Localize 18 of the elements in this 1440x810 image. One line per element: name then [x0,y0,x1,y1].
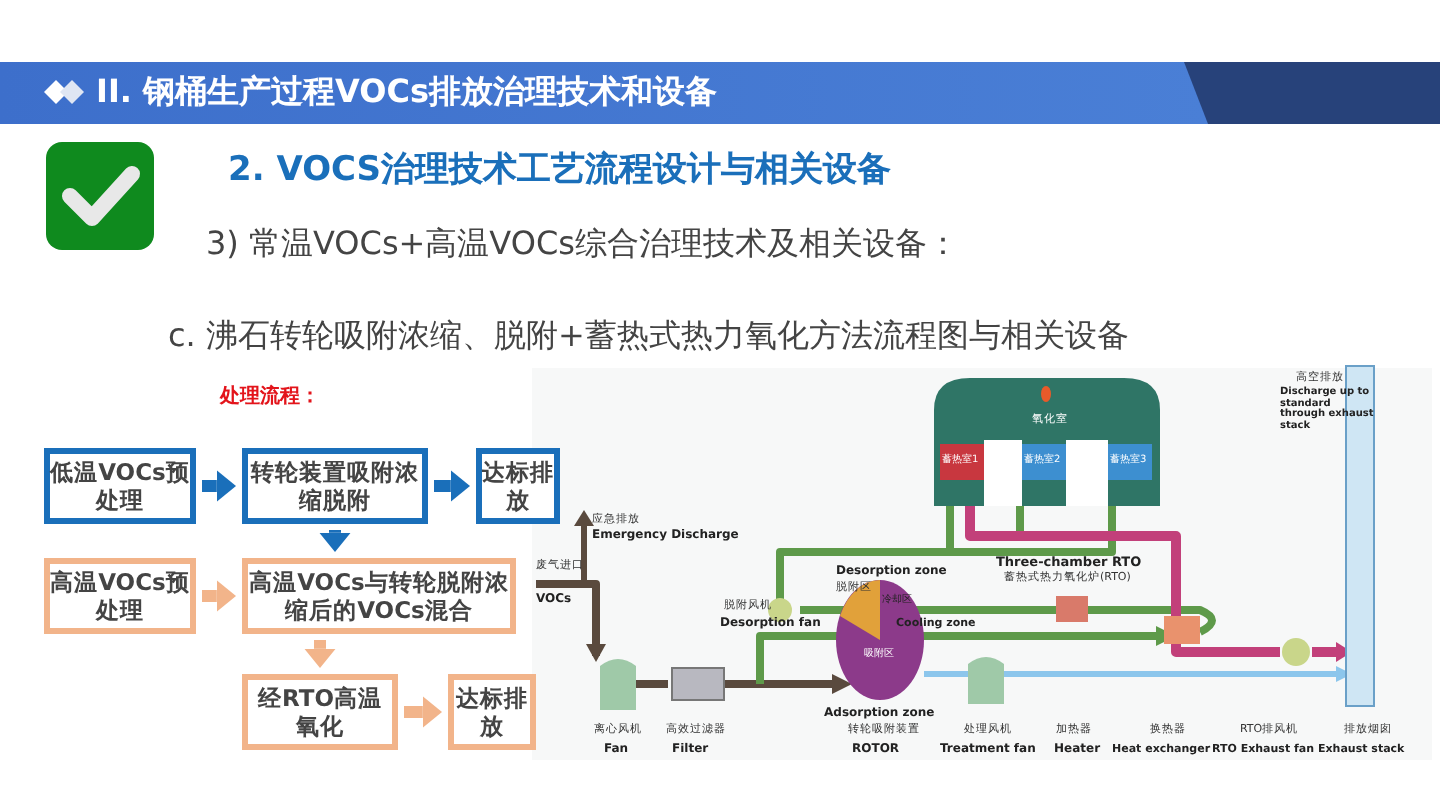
process-box: 转轮装置吸附浓缩脱附 [242,448,428,524]
subheading: 3) 常温VOCs+高温VOCs综合治理技术及相关设备： [206,226,959,262]
subheading: c. 沸石转轮吸附浓缩、脱附+蓄热式热力氧化方法流程图与相关设备 [168,314,1131,356]
process-box: 经RTO高温氧化 [242,674,398,750]
process-box: 达标排放 [476,448,560,524]
flow-heading: 处理流程： [220,386,320,408]
block-arrow [319,530,351,552]
block-arrow [434,470,470,502]
block-arrow [304,640,336,668]
block-arrow [404,696,442,728]
slide-title: II. 钢桶生产过程VOCs排放治理技术和设备 [96,74,718,110]
block-arrow [202,580,236,612]
process-box: 低温VOCs预处理 [44,448,196,524]
section-heading: 2. VOCS治理技术工艺流程设计与相关设备 [228,152,892,190]
process-box: 达标排放 [448,674,536,750]
process-box: 高温VOCs预处理 [44,558,196,634]
process-box: 高温VOCs与转轮脱附浓缩后的VOCs混合 [242,558,516,634]
block-arrow [202,470,236,502]
